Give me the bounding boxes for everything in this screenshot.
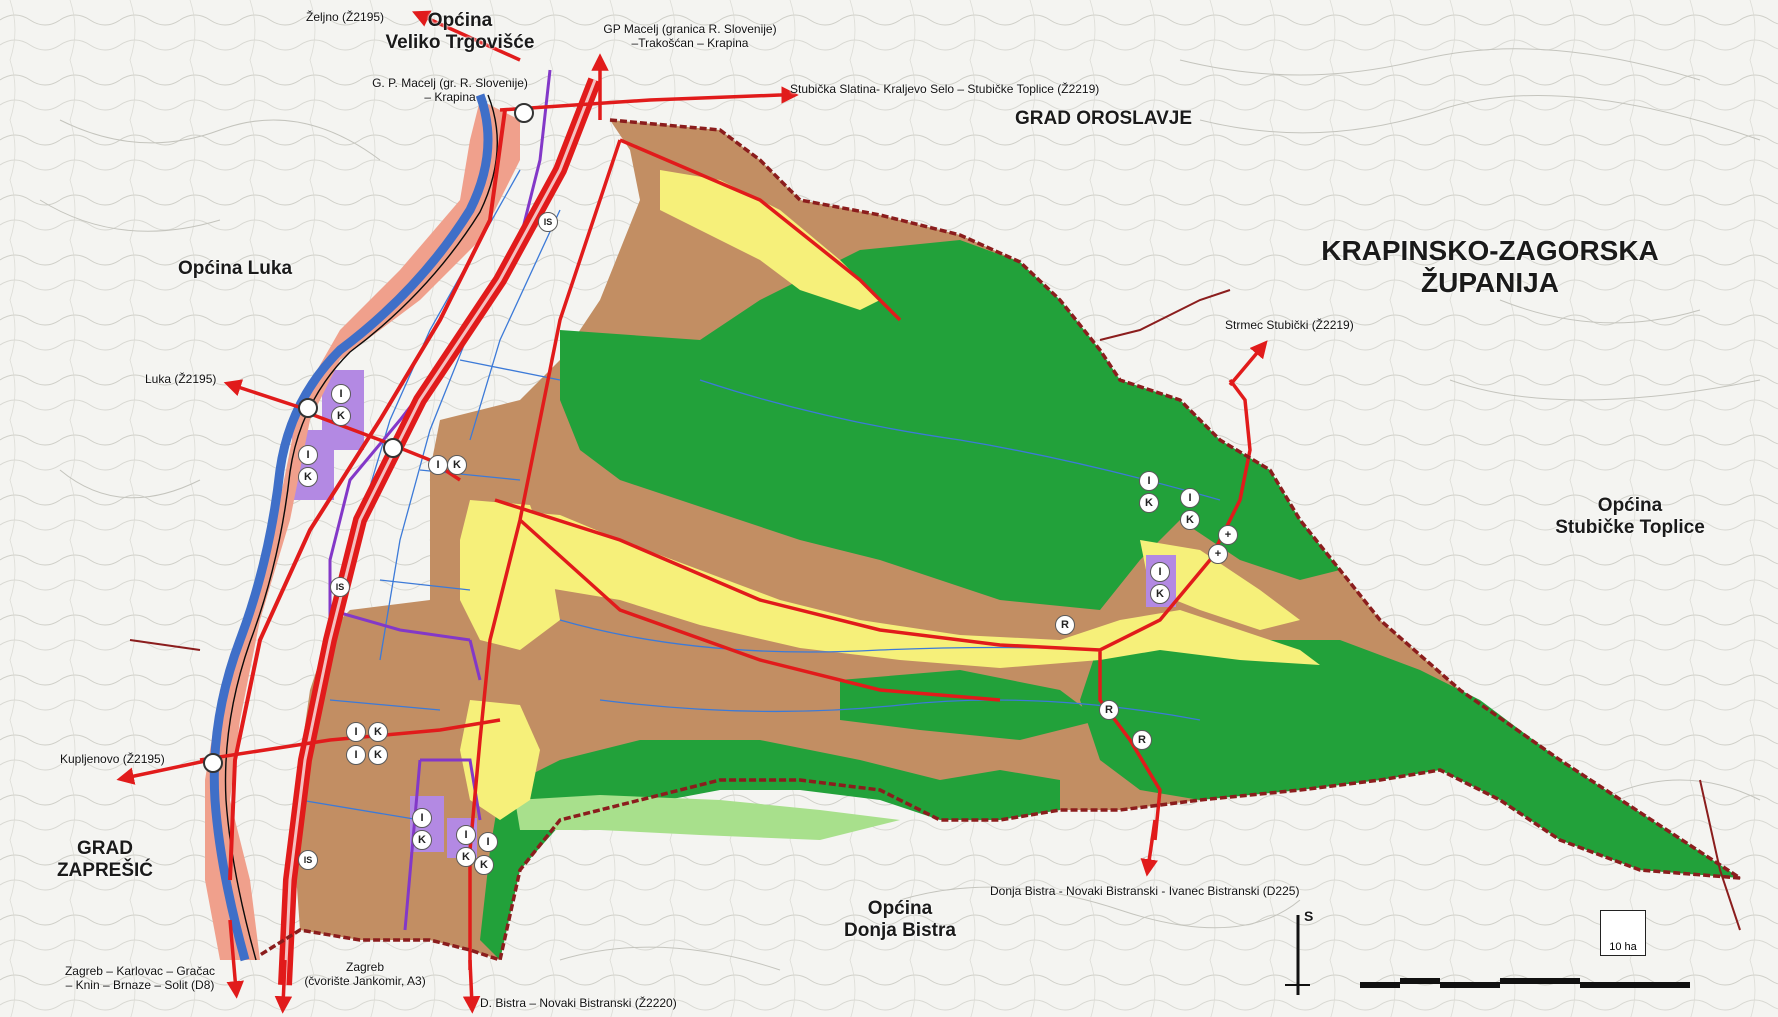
marker-i[interactable]: I	[346, 722, 366, 742]
marker-is[interactable]: IS	[538, 212, 558, 232]
settlement-area-west	[460, 500, 560, 650]
marker-k[interactable]: K	[1150, 584, 1170, 604]
road-label-donja-bistra-d225: Donja Bistra - Novaki Bistranski - Ivane…	[990, 884, 1300, 898]
forest-area-south	[1080, 620, 1740, 878]
marker-k[interactable]: K	[298, 467, 318, 487]
marker-plus[interactable]: +	[1208, 544, 1228, 564]
label-grad-zapresic: GRAD ZAPREŠIĆ	[56, 838, 154, 881]
river-sava	[209, 93, 493, 962]
marker-i[interactable]: I	[331, 384, 351, 404]
north-arrow-label: S	[1304, 908, 1314, 924]
municipal-border	[259, 118, 1741, 963]
marker-i[interactable]: I	[346, 745, 366, 765]
marker-k[interactable]: K	[331, 406, 351, 426]
marker-i[interactable]: I	[1180, 488, 1200, 508]
road-label-zagreb-karlovac: Zagreb – Karlovac – Gračac – Knin – Brna…	[64, 964, 216, 992]
scale-box-label: 10 ha	[1609, 941, 1637, 953]
road-label-luka: Luka (Ž2195)	[145, 372, 217, 386]
scale-box-10ha: 10 ha	[1600, 910, 1646, 956]
marker-is[interactable]: IS	[330, 577, 350, 597]
forest-area-central	[840, 670, 1100, 740]
junctions	[203, 103, 534, 773]
marker-k[interactable]: K	[368, 745, 388, 765]
marker-i[interactable]: I	[428, 455, 448, 475]
river-sava-outline	[224, 94, 499, 961]
road-label-gp-macelj-top: GP Macelj (granica R. Slovenije) –Trakoš…	[603, 22, 777, 50]
border-tributary	[129, 289, 1741, 931]
marker-k[interactable]: K	[1180, 510, 1200, 530]
label-opcina-luka: Općina Luka	[178, 258, 293, 279]
road-label-zeljno: Željno (Ž2195)	[306, 10, 385, 24]
settlement-area-north	[660, 170, 880, 310]
road-label-kupljenovo: Kupljenovo (Ž2195)	[60, 752, 165, 766]
marker-k[interactable]: K	[368, 722, 388, 742]
marker-i[interactable]: I	[456, 825, 476, 845]
marker-k[interactable]: K	[447, 455, 467, 475]
marker-k[interactable]: K	[456, 847, 476, 867]
marker-r[interactable]: R	[1099, 700, 1119, 720]
marker-k[interactable]: K	[1139, 493, 1159, 513]
marker-plus[interactable]: +	[1218, 525, 1238, 545]
marker-k[interactable]: K	[474, 855, 494, 875]
marker-i[interactable]: I	[478, 832, 498, 852]
marker-r[interactable]: R	[1132, 730, 1152, 750]
marker-r[interactable]: R	[1055, 615, 1075, 635]
contour-lines	[39, 48, 1761, 971]
road-label-gp-macelj-left: G. P. Macelj (gr. R. Slovenije) – Krapin…	[372, 76, 528, 104]
marker-k[interactable]: K	[412, 830, 432, 850]
direction-arrows	[116, 10, 1268, 1014]
label-grad-oroslavje: GRAD OROSLAVJE	[1015, 108, 1193, 129]
marker-i[interactable]: I	[412, 808, 432, 828]
marker-i[interactable]: I	[1139, 471, 1159, 491]
scale-bar	[1360, 978, 1690, 988]
label-donja-bistra: Općina Donja Bistra	[844, 898, 956, 941]
motorway-west	[228, 109, 507, 881]
forest-light-area	[515, 795, 900, 840]
marker-i[interactable]: I	[298, 445, 318, 465]
forest-area-southwest	[480, 740, 1060, 960]
north-arrow	[1285, 915, 1310, 995]
road-label-d-bistra: D. Bistra – Novaki Bistranski (Ž2220)	[480, 996, 677, 1010]
marker-is[interactable]: IS	[298, 850, 318, 870]
settlement-area-east	[1140, 540, 1300, 630]
label-stubicke-toplice: Općina Stubičke Toplice	[1555, 495, 1705, 538]
road-label-zagreb-jankomir: Zagreb (čvorište Jankomir, A3)	[304, 960, 426, 988]
forest-area	[560, 240, 1340, 610]
settlement-area	[500, 510, 1320, 668]
motorway-a2-center	[283, 79, 597, 986]
label-krapinsko-zagorska: KRAPINSKO-ZAGORSKA ŽUPANIJA	[1321, 235, 1659, 298]
label-veliko-trgovisce: Općina Veliko Trgovišće	[385, 10, 535, 53]
marker-i[interactable]: I	[1150, 562, 1170, 582]
road-label-stubicka-slatina: Stubička Slatina- Kraljevo Selo – Stubič…	[790, 82, 1100, 96]
road-label-strmec: Strmec Stubički (Ž2219)	[1225, 318, 1354, 332]
